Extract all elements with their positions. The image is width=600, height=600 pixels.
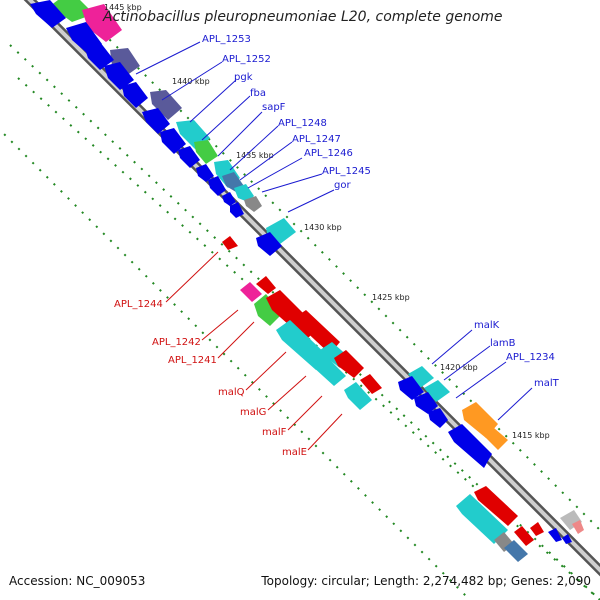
gene-arrow[interactable] — [360, 374, 382, 394]
gene-arrow[interactable] — [428, 408, 448, 428]
gene-arrow[interactable] — [344, 382, 372, 410]
gene-label[interactable]: APL_1246 — [304, 148, 353, 159]
gene-arrow[interactable] — [208, 176, 226, 196]
gene-arrow[interactable] — [82, 4, 122, 42]
gene-arrow[interactable] — [562, 534, 572, 544]
kbp-marker: 1420 kbp — [440, 363, 478, 372]
forward-leader-lines — [135, 41, 533, 421]
gene-arrow[interactable] — [530, 522, 544, 536]
map-title: Actinobacillus pleuropneumoniae L20, com… — [103, 9, 503, 25]
gene-label[interactable]: APL_1244 — [114, 299, 163, 310]
gene-label[interactable]: gor — [334, 180, 351, 191]
kbp-marker: 1435 kbp — [236, 151, 274, 160]
gene-label[interactable]: sapF — [262, 102, 286, 113]
gene-arrow[interactable] — [448, 424, 492, 468]
kbp-marker: 1415 kbp — [512, 431, 550, 440]
kbp-marker: 1430 kbp — [304, 223, 342, 232]
gene-label[interactable]: APL_1253 — [202, 34, 251, 45]
gene-arrow[interactable] — [104, 62, 134, 90]
kbp-marker: 1445 kbp — [104, 3, 142, 12]
gene-arrow[interactable] — [142, 108, 170, 134]
gene-arrow[interactable] — [334, 350, 364, 378]
gene-arrow[interactable] — [474, 486, 518, 526]
gene-label[interactable]: malE — [282, 447, 307, 458]
gene-arrow[interactable] — [244, 196, 262, 212]
gene-arrow[interactable] — [222, 192, 236, 206]
gene-arrow[interactable] — [306, 348, 346, 386]
gene-label[interactable]: pgk — [234, 72, 253, 83]
gene-arrow[interactable] — [30, 0, 66, 28]
gene-arrow[interactable] — [294, 310, 340, 354]
gene-arrow[interactable] — [398, 376, 424, 400]
gene-arrow[interactable] — [230, 202, 244, 218]
gene-label[interactable]: malQ — [218, 387, 245, 398]
forward-genes — [50, 0, 584, 534]
gene-arrow[interactable] — [572, 520, 584, 534]
gene-arrow[interactable] — [178, 146, 200, 168]
gene-arrow[interactable] — [548, 528, 562, 542]
gene-arrow[interactable] — [462, 402, 498, 438]
gene-arrow[interactable] — [514, 526, 534, 546]
gene-label[interactable]: APL_1241 — [168, 355, 217, 366]
gene-arrow[interactable] — [408, 366, 434, 388]
reverse-leader-lines — [165, 251, 343, 451]
reverse-labels: APL_1244 APL_1242 APL_1241 malQ malG mal… — [114, 299, 307, 458]
gene-arrow[interactable] — [234, 184, 254, 202]
gene-arrow[interactable] — [456, 494, 508, 544]
gene-label[interactable]: malF — [262, 427, 287, 438]
gene-label[interactable]: malG — [240, 407, 266, 418]
gene-arrow[interactable] — [504, 540, 528, 562]
gene-arrow[interactable] — [160, 128, 186, 154]
gene-label[interactable]: APL_1234 — [506, 352, 555, 363]
gene-arrow[interactable] — [256, 276, 276, 294]
gene-arrow[interactable] — [50, 0, 94, 22]
topology-text: Topology: circular; Length: 2,274,482 bp… — [261, 574, 591, 588]
gene-arrow[interactable] — [240, 282, 262, 302]
gene-arrow[interactable] — [194, 140, 218, 164]
gene-label[interactable]: APL_1252 — [222, 54, 271, 65]
gene-label[interactable]: APL_1247 — [292, 134, 341, 145]
reverse-genes — [222, 236, 544, 562]
gene-arrow[interactable] — [484, 428, 508, 450]
gene-label[interactable]: malT — [534, 378, 560, 389]
kbp-marker: 1425 kbp — [372, 293, 410, 302]
gene-label[interactable]: APL_1248 — [278, 118, 327, 129]
accession-text: Accession: NC_009053 — [9, 574, 146, 588]
gene-label[interactable]: malK — [474, 320, 500, 331]
gene-arrow[interactable] — [256, 232, 282, 256]
gene-arrow[interactable] — [254, 294, 282, 326]
genome-backbone — [23, 0, 600, 577]
gene-label[interactable]: lamB — [490, 338, 516, 349]
gene-label[interactable]: APL_1245 — [322, 166, 371, 177]
gene-arrow[interactable] — [196, 164, 214, 182]
gene-arrow[interactable] — [122, 82, 148, 108]
gene-arrow[interactable] — [222, 236, 238, 250]
forward-genes-row2 — [30, 0, 572, 544]
forward-labels: APL_1253 APL_1252 pgk fba sapF APL_1248 … — [202, 34, 560, 389]
gene-arrow[interactable] — [424, 380, 450, 402]
gene-label[interactable]: fba — [250, 88, 266, 99]
gene-arrow[interactable] — [414, 392, 438, 414]
gene-arrow[interactable] — [84, 42, 114, 70]
gene-arrow[interactable] — [150, 90, 182, 120]
gene-label[interactable]: APL_1242 — [152, 337, 201, 348]
